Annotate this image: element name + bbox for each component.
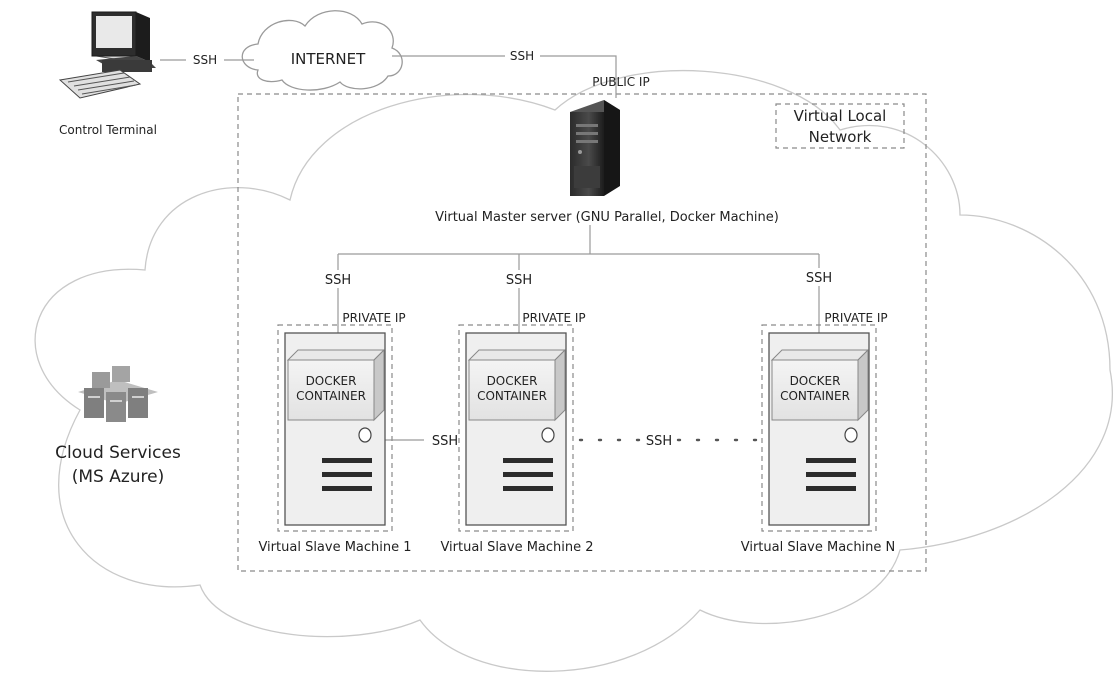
slave-2-drive-bar	[503, 486, 553, 491]
master-server-label: Virtual Master server (GNU Parallel, Doc…	[435, 210, 779, 225]
slave-1-power-led	[358, 427, 372, 443]
container-n-label-line1: DOCKER	[790, 374, 841, 388]
slave-machine-n: DOCKER CONTAINER	[761, 324, 877, 532]
terminal-label: Control Terminal	[59, 123, 157, 137]
docker-container-1	[286, 348, 386, 422]
slave-2-power-led	[541, 427, 555, 443]
slave-1-label: Virtual Slave Machine 1	[258, 540, 411, 555]
slave-1-drive-bar	[322, 472, 372, 477]
slave-2-drive-bar	[503, 472, 553, 477]
slave-1-drive-bar	[322, 458, 372, 463]
slave-2-label: Virtual Slave Machine 2	[440, 540, 593, 555]
container-n-label-line2: CONTAINER	[780, 389, 850, 403]
slave-1-ip-label: PRIVATE IP	[342, 311, 405, 325]
slave-n-label: Virtual Slave Machine N	[741, 540, 896, 555]
computer-icon	[58, 11, 156, 99]
virtual-network-label-line2: Network	[809, 128, 872, 146]
slave-2-boundary	[458, 324, 574, 532]
master-server-icon	[570, 100, 620, 196]
ssh-link-internet-b	[540, 55, 617, 98]
slave-n-drive-bar	[806, 458, 856, 463]
cloud-services-label-line2: (MS Azure)	[72, 467, 165, 487]
server-cluster-icon	[78, 366, 158, 422]
slave-1-drive-bar	[322, 486, 372, 491]
ssh-label-slave-1: SSH	[325, 273, 351, 288]
slave-2-drive-bar	[503, 458, 553, 463]
slave-n-boundary	[761, 324, 877, 532]
cloud-services-label-line1: Cloud Services	[55, 443, 181, 463]
slave-machine-1: DOCKER CONTAINER	[277, 324, 393, 532]
container-1-label-line2: CONTAINER	[296, 389, 366, 403]
virtual-network-boundary	[237, 93, 927, 572]
slave-2-ip-label: PRIVATE IP	[522, 311, 585, 325]
container-1-label-line1: DOCKER	[306, 374, 357, 388]
container-2-label-line1: DOCKER	[487, 374, 538, 388]
internet-cloud	[241, 10, 403, 91]
slave-n-drive-bar	[806, 486, 856, 491]
virtual-network-label-line1: Virtual Local	[794, 107, 887, 125]
internet-label: INTERNET	[291, 50, 366, 68]
container-2-label-line2: CONTAINER	[477, 389, 547, 403]
slave-n-power-led	[844, 427, 858, 443]
ssh-label-slave-2: SSH	[506, 273, 532, 288]
ssh-label-terminal: SSH	[193, 53, 217, 67]
slave-n-drive-bar	[806, 472, 856, 477]
ssh-label-slave-n: SSH	[806, 271, 832, 286]
ssh-label-internet: SSH	[510, 49, 534, 63]
slave-n-ip-label: PRIVATE IP	[824, 311, 887, 325]
slave-1-boundary	[277, 324, 393, 532]
docker-container-2	[467, 348, 567, 422]
ssh-label-slave-1-2: SSH	[432, 434, 458, 449]
public-ip-label: PUBLIC IP	[592, 75, 649, 89]
virtual-network-label-box	[775, 103, 905, 149]
docker-container-n	[770, 348, 870, 422]
slave-machine-2: DOCKER CONTAINER	[458, 324, 574, 532]
ssh-label-slave-2-n: SSH	[646, 434, 672, 449]
